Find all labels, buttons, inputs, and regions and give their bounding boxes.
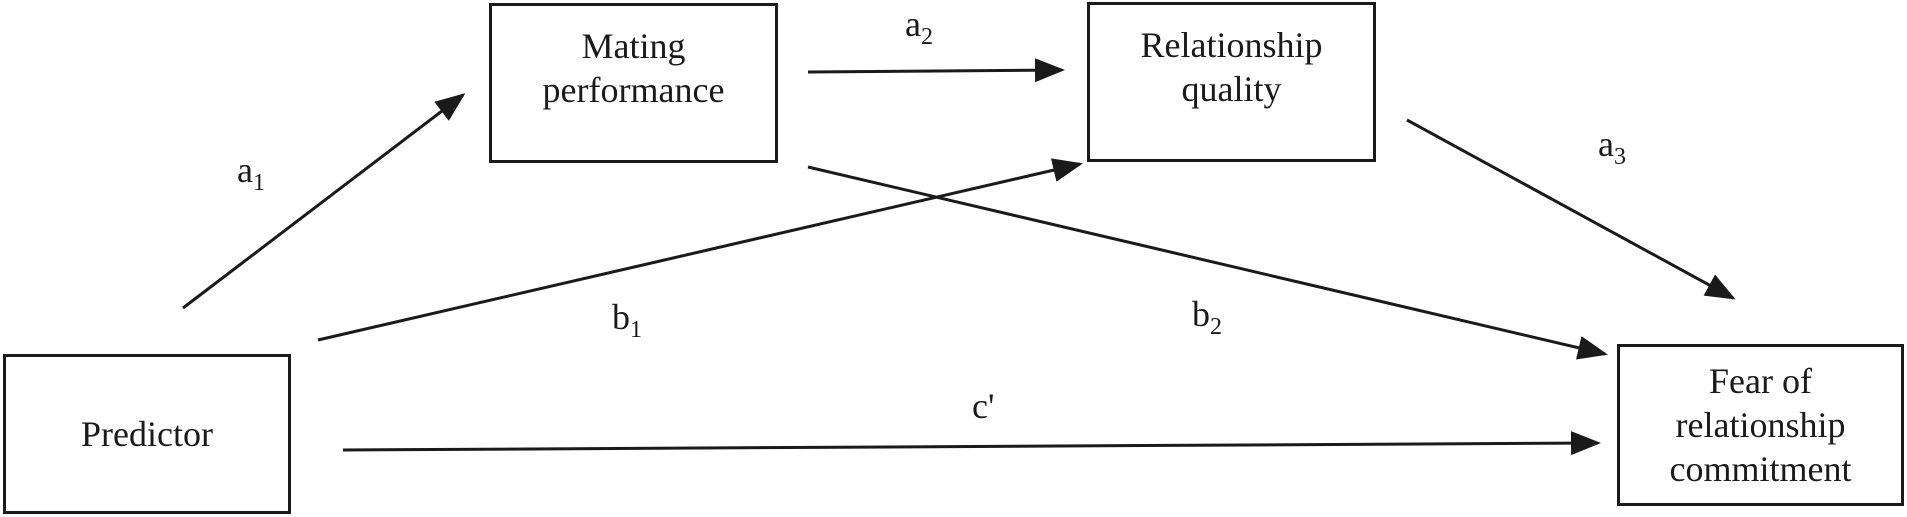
arrow-b2 <box>807 165 1608 360</box>
arrow-a2 <box>807 58 1065 83</box>
path-label-c-prime-base: c' <box>972 386 995 426</box>
predictor-box: Predictor <box>3 354 291 514</box>
path-label-b1-base: b <box>612 297 630 337</box>
path-label-a2-sub: 2 <box>920 24 933 50</box>
fear-of-relationship-commitment-label: Fear of relationship commitment <box>1669 361 1852 489</box>
path-label-a2: a2 <box>905 4 933 49</box>
predictor-label: Predictor <box>81 414 213 454</box>
fear-of-relationship-commitment-box: Fear of relationship commitment <box>1617 344 1904 506</box>
path-label-b1-sub: 1 <box>630 317 642 343</box>
path-label-a1-base: a <box>237 150 253 190</box>
relationship-quality-box: Relationship quality <box>1087 2 1376 162</box>
path-label-a3-sub: 3 <box>1613 144 1626 170</box>
relationship-quality-label: Relationship quality <box>1140 25 1323 109</box>
path-label-b2-base: b <box>1192 294 1210 334</box>
path-label-b2-sub: 2 <box>1210 314 1222 340</box>
path-label-a3-base: a <box>1598 124 1614 164</box>
path-label-c-prime: c' <box>972 386 994 426</box>
path-label-b2: b2 <box>1192 294 1222 339</box>
arrow-b1 <box>317 158 1083 342</box>
arrow-a3 <box>1406 118 1736 300</box>
arrow-a1 <box>182 93 466 310</box>
mating-performance-label: Mating performance <box>542 26 725 110</box>
path-label-a3: a3 <box>1598 124 1626 169</box>
mating-performance-box: Mating performance <box>489 3 778 163</box>
arrow-c <box>342 431 1601 456</box>
path-label-b1: b1 <box>612 297 642 342</box>
path-label-a1-sub: 1 <box>252 170 265 196</box>
path-label-a1: a1 <box>237 150 265 195</box>
path-label-a2-base: a <box>905 4 921 44</box>
